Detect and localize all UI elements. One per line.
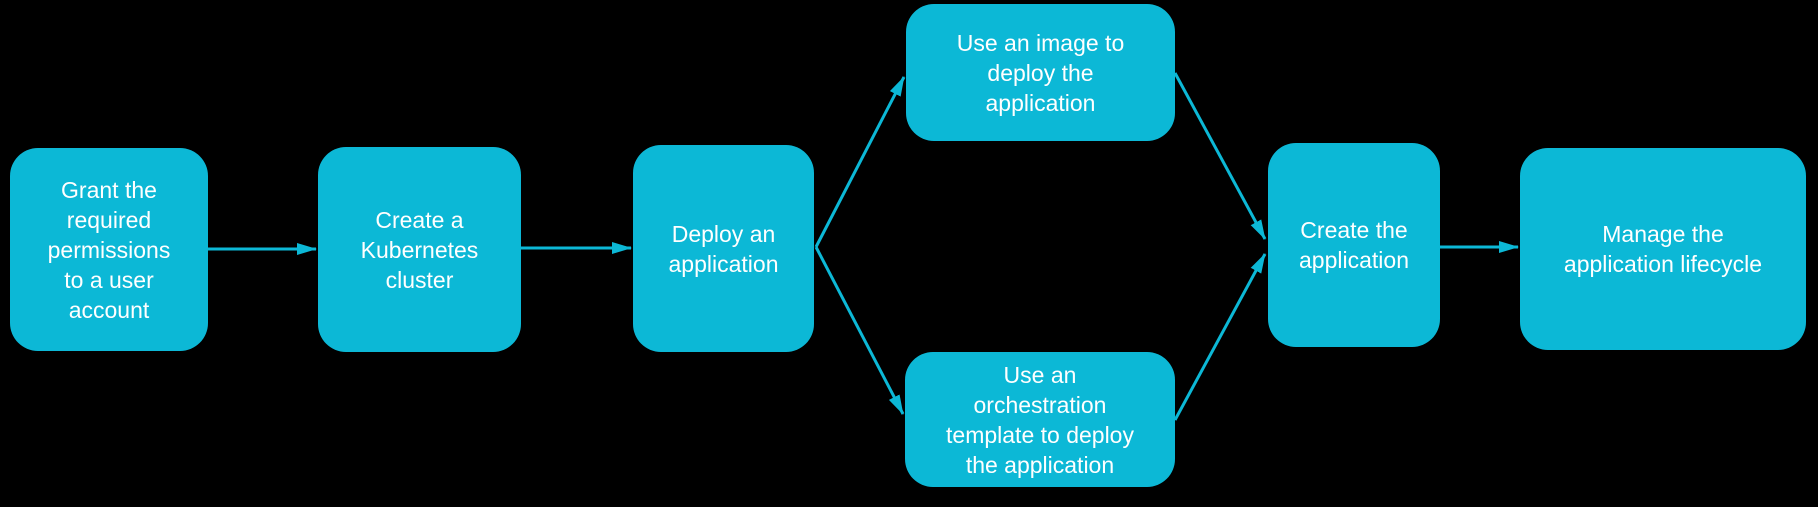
node-create-application: Create the application <box>1268 143 1440 347</box>
node-use-image-label: Use an image to deploy the application <box>956 29 1125 116</box>
node-deploy-application-label: Deploy an application <box>668 220 779 277</box>
node-use-image: Use an image to deploy the application <box>906 4 1175 141</box>
edge-use-image-to-create-application <box>1173 72 1267 240</box>
node-use-orchestration-template-label: Use an orchestration template to deploy … <box>946 361 1134 478</box>
edge-deploy-application-to-use-image <box>814 76 906 248</box>
edge-use-orchestration-template-to-create-application <box>1173 253 1267 421</box>
edge-deploy-application-to-use-orchestration-template <box>814 246 905 415</box>
node-manage-application-lifecycle: Manage the application lifecycle <box>1520 148 1806 350</box>
node-manage-application-lifecycle-label: Manage the application lifecycle <box>1563 221 1763 277</box>
node-deploy-application: Deploy an application <box>633 145 814 352</box>
node-use-orchestration-template: Use an orchestration template to deploy … <box>905 352 1175 487</box>
node-create-application-label: Create the application <box>1299 217 1409 273</box>
node-grant-permissions: Grant the required permissions to a user… <box>10 148 208 351</box>
node-grant-permissions-label: Grant the required permissions to a user… <box>47 176 171 323</box>
node-create-kubernetes-cluster: Create a Kubernetes cluster <box>318 147 521 352</box>
node-create-kubernetes-cluster-label: Create a Kubernetes cluster <box>360 206 479 293</box>
